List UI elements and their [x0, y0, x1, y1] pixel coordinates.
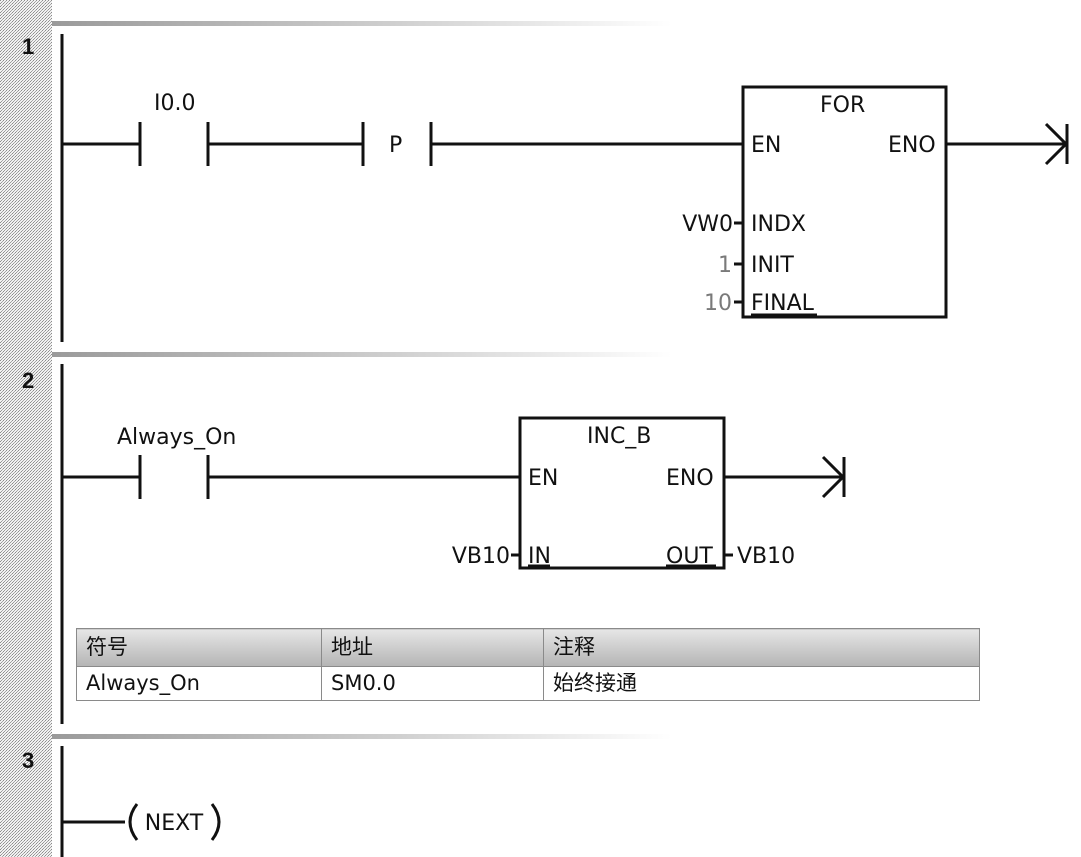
edge-label: P — [389, 133, 402, 158]
en-pin: EN — [751, 133, 781, 158]
network-separator — [52, 352, 672, 357]
column-header-symbol[interactable]: 符号 — [76, 628, 322, 667]
indx-operand[interactable]: VW0 — [682, 212, 733, 237]
eno-terminal-arrow — [1044, 122, 1069, 166]
box-title: INC_B — [587, 424, 651, 449]
comment-cell[interactable]: 始终接通 — [543, 666, 980, 701]
in-operand[interactable]: VB10 — [452, 544, 510, 569]
eno-pin: ENO — [888, 133, 936, 158]
table-row[interactable]: Always_On SM0.0 始终接通 — [76, 666, 980, 701]
symbol-table: 符号 地址 注释 Always_On SM0.0 始终接通 — [76, 628, 980, 701]
for-instruction-box[interactable]: FOR EN ENO INDX INIT FINAL — [734, 85, 948, 319]
en-pin: EN — [528, 466, 558, 491]
eno-pin: ENO — [666, 466, 714, 491]
contact-label: I0.0 — [154, 91, 195, 116]
contact-i0-0[interactable]: I0.0 — [62, 91, 210, 166]
symbol-table-header: 符号 地址 注释 — [76, 628, 980, 667]
init-pin: INIT — [751, 253, 794, 278]
symbol-cell[interactable]: Always_On — [76, 666, 322, 701]
init-operand[interactable]: 1 — [718, 253, 732, 278]
network-number-3[interactable]: 3 — [22, 748, 34, 773]
positive-edge-detector[interactable]: P — [361, 122, 433, 166]
column-header-comment[interactable]: 注释 — [543, 628, 980, 667]
network-gutter — [0, 0, 52, 857]
address-cell[interactable]: SM0.0 — [321, 666, 544, 701]
contact-always-on[interactable]: Always_On — [62, 425, 236, 499]
network-number-2[interactable]: 2 — [22, 368, 34, 393]
next-coil[interactable]: NEXT — [128, 803, 221, 841]
inc-b-instruction-box[interactable]: INC_B EN ENO IN OUT — [511, 416, 733, 570]
network-number-1[interactable]: 1 — [22, 34, 34, 59]
coil-label: NEXT — [145, 811, 204, 836]
eno-terminal-arrow — [821, 455, 846, 499]
box-title: FOR — [820, 93, 865, 118]
network-separator — [52, 734, 672, 739]
final-operand[interactable]: 10 — [704, 291, 732, 316]
out-operand[interactable]: VB10 — [737, 544, 795, 569]
contact-label: Always_On — [117, 425, 236, 450]
column-header-address[interactable]: 地址 — [321, 628, 544, 667]
in-pin: IN — [528, 544, 551, 569]
indx-pin: INDX — [751, 212, 806, 237]
network-separator — [52, 21, 672, 26]
final-pin: FINAL — [751, 291, 815, 316]
